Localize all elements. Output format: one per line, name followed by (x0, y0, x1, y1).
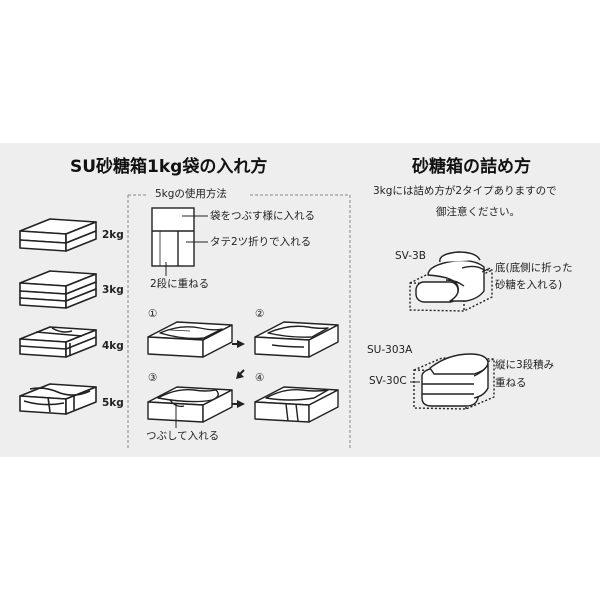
callout-stack: 2段に重ねる (150, 278, 210, 290)
step-2-number: ② (255, 308, 265, 320)
sv30c-label: SV-30C (369, 375, 407, 387)
box-topview-icon (151, 207, 195, 267)
sv3b-box-icon (409, 251, 493, 312)
stack-3kg-icon (19, 270, 97, 309)
sv3b-label: SV-3B (395, 250, 426, 262)
usage-header: 5kgの使用方法 (152, 189, 230, 200)
step-4-box-icon (254, 386, 339, 423)
sv3b-note-line-2: 砂糖を入れる) (495, 279, 563, 291)
intro-line-1: 3kgには詰め方が2タイプありますので (373, 185, 557, 197)
step-4-number: ④ (255, 372, 265, 384)
intro-line-2: 御注意ください。 (436, 206, 520, 218)
step-1-number: ① (148, 308, 158, 320)
step-note: つぶして入れる (146, 430, 220, 442)
weight-label-4kg: 4kg (102, 340, 124, 352)
right-title: 砂糖箱の詰め方 (412, 157, 531, 177)
weight-label-5kg: 5kg (102, 397, 124, 409)
step-2-box-icon (254, 321, 339, 358)
step-1-box-icon (147, 321, 233, 358)
callout-fold: タテ2ツ折りで入れる (210, 236, 312, 248)
stack-2kg-icon (19, 218, 97, 252)
weight-label-3kg: 3kg (102, 284, 124, 296)
callout-crush: 袋をつぶす様に入れる (210, 210, 315, 222)
sv303-note-line-1: 縦に3段積み (495, 359, 555, 371)
step-3-box-icon (147, 386, 233, 423)
weight-label-2kg: 2kg (102, 229, 124, 241)
step-3-number: ③ (148, 372, 158, 384)
sv303-note-line-2: 重ねる (495, 377, 527, 389)
sv3b-note-line-1: 底(底側に折った (495, 262, 573, 274)
sv303-box-icon (413, 353, 495, 410)
sv303a-label: SU-303A (367, 344, 413, 356)
arrow-right-icon-1 (237, 340, 245, 348)
arrow-right-icon-2 (237, 400, 245, 408)
left-title: SU砂糖箱1kg袋の入れ方 (70, 157, 268, 177)
stack-5kg-icon (19, 383, 97, 415)
stack-4kg-icon (19, 326, 97, 358)
